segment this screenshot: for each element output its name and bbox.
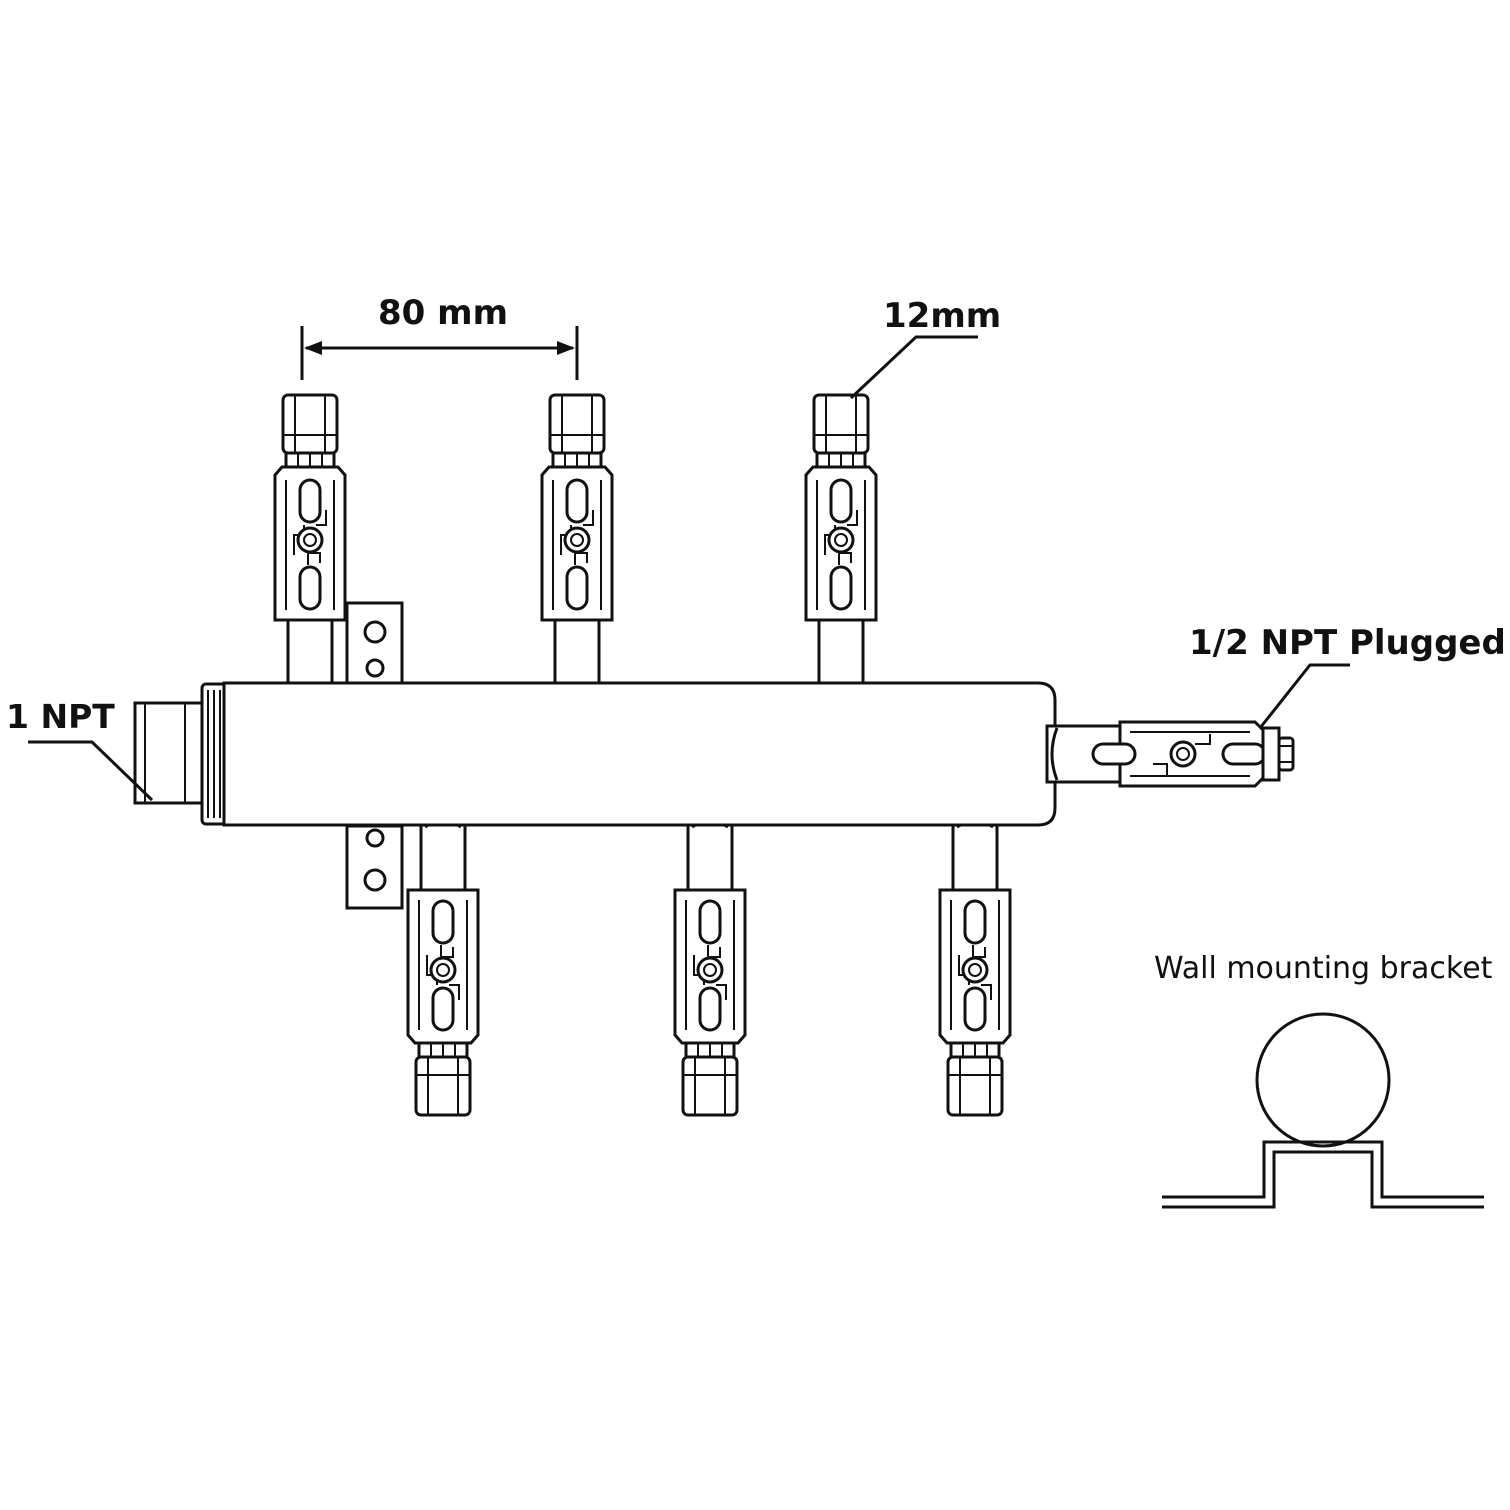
top-outlet-valve-3 — [804, 393, 878, 692]
plug-leader — [1258, 663, 1350, 729]
mounting-bracket-lower — [345, 824, 404, 910]
spacing-label: 80 mm — [378, 293, 509, 333]
inlet-label: 1 NPT — [6, 697, 115, 736]
top-outlet-valve-2 — [540, 393, 614, 692]
spacing-dimension — [300, 326, 579, 380]
inlet-leader — [28, 740, 154, 802]
bottom-outlet-valve-2 — [673, 818, 747, 1117]
top-outlet-valve-1 — [273, 393, 347, 692]
bracket-detail — [1162, 1012, 1484, 1209]
bottom-outlet-valve-1 — [406, 818, 480, 1117]
outlet-size-leader — [849, 335, 978, 400]
bracket-label: Wall mounting bracket — [1154, 951, 1493, 986]
end-plug-valve — [1045, 720, 1295, 788]
inlet-fitting — [133, 682, 228, 826]
bottom-outlet-valve-3 — [938, 818, 1012, 1117]
end-plug-label: 1/2 NPT Plugged — [1189, 623, 1506, 663]
outlet-size-label: 12mm — [883, 296, 1002, 336]
mounting-bracket-upper — [345, 601, 404, 685]
manifold-header — [222, 681, 1057, 827]
